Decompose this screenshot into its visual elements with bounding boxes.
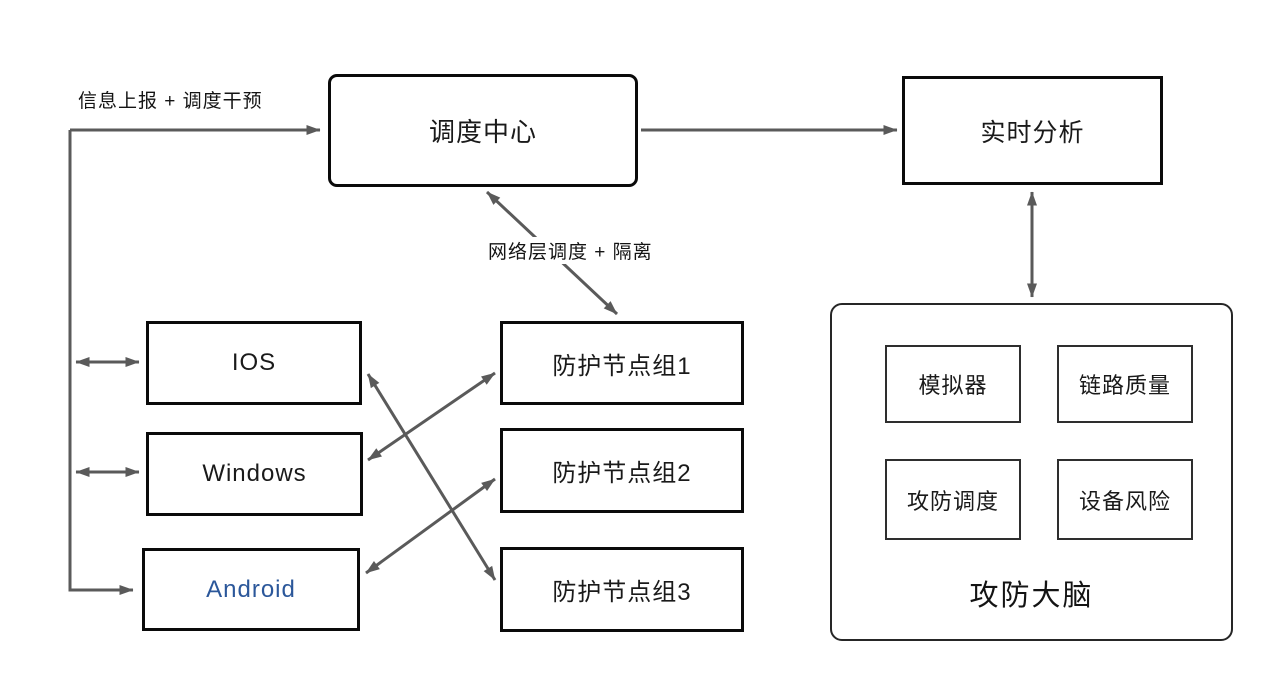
edge-ios-to-group3 xyxy=(366,373,497,581)
edge-trunk-to-android xyxy=(68,130,134,595)
node-device-risk: 设备风险 xyxy=(1057,459,1193,540)
node-protection-group-2: 防护节点组2 xyxy=(500,428,744,513)
node-attack-defense-scheduling: 攻防调度 xyxy=(885,459,1021,540)
brain-container-title: 攻防大脑 xyxy=(969,580,1094,612)
edge-windows-to-group1 xyxy=(367,371,496,462)
node-android: Android xyxy=(142,548,360,631)
node-ios: IOS xyxy=(146,321,362,405)
node-realtime-analysis: 实时分析 xyxy=(902,76,1163,185)
node-protection-group-3: 防护节点组3 xyxy=(500,547,744,632)
node-link-quality: 链路质量 xyxy=(1057,345,1193,423)
node-protection-group-1: 防护节点组1 xyxy=(500,321,744,405)
node-dispatch-center: 调度中心 xyxy=(328,74,638,187)
edge-android-to-group2 xyxy=(365,477,496,575)
edge-label-network-scheduling: 网络层调度 + 隔离 xyxy=(488,237,653,264)
node-windows: Windows xyxy=(146,432,363,516)
node-simulator: 模拟器 xyxy=(885,345,1021,423)
edge-label-info-report: 信息上报 + 调度干预 xyxy=(78,86,263,113)
